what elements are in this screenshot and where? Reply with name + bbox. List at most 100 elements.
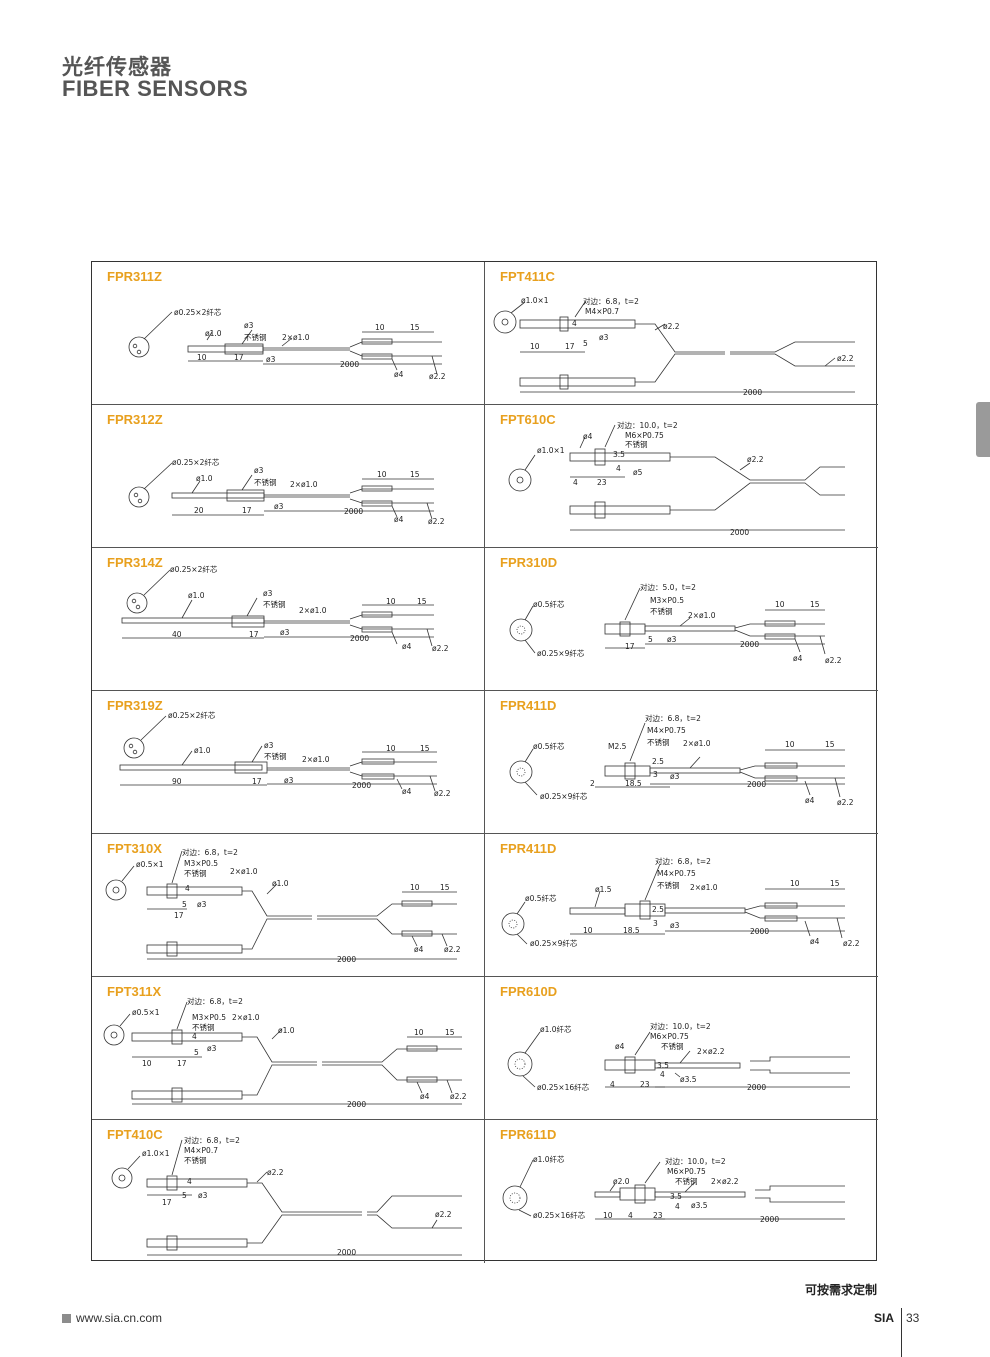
dim-label: 23	[640, 1080, 650, 1089]
dim-label: 5	[182, 1191, 187, 1200]
model-label: FPT311X	[107, 984, 162, 999]
customization-note: 可按需求定制	[805, 1283, 878, 1297]
dim-label: 2000	[740, 640, 759, 649]
dim-label: 4	[573, 478, 578, 487]
dim-label: ø5	[633, 468, 643, 477]
drawing-fpr610d: 对边：10.0，t=2 ø1.0纤芯 M6×P0.75 ø4 不锈钢 2×ø2.…	[507, 1021, 850, 1092]
dim-label: 15	[445, 1028, 455, 1037]
dim-label: ø4	[394, 515, 404, 524]
dim-label: 17	[625, 642, 635, 651]
dim-label: 2×ø1.0	[688, 611, 716, 620]
dim-label: 2000	[747, 780, 766, 789]
dim-label: ø0.5纤芯	[533, 741, 565, 751]
dim-label: 4	[187, 1177, 192, 1186]
dim-label: 3.5	[670, 1192, 682, 1201]
dim-label: ø3.5	[680, 1075, 697, 1084]
drawing-fpt311x: 对边：6.8，t=2 ø0.5×1 M3×P0.5 2×ø1.0 不锈钢 ø1.…	[103, 996, 467, 1109]
product-cell-fpr312z: FPR312Z ø0.25×2纤芯 ø1.0 ø3 不锈钢 2×ø1.0 ø3 …	[92, 405, 485, 548]
dim-label: 不锈钢	[625, 439, 648, 449]
dim-label: 4	[675, 1202, 680, 1211]
dim-label: 4	[628, 1211, 633, 1220]
dim-label: ø2.2	[663, 322, 680, 331]
dim-label: 15	[830, 879, 840, 888]
product-cell-fpr311z: FPR311Z ø0.25×2纤芯 ø1.0 ø3 不锈钢 2×ø1.0 ø3 …	[92, 262, 485, 405]
product-cell-fpt310x: FPT310X ø0.5×1 对边：6.8，t=2 M3×P0.5 不锈钢 2×…	[92, 834, 485, 977]
dim-label: ø2.2	[432, 644, 449, 653]
dim-label: ø3	[667, 635, 677, 644]
product-cell-fpr314z: FPR314Z ø0.25×2纤芯 ø1.0 ø3 不锈钢 2×ø1.0 ø3 …	[92, 548, 485, 691]
dim-label: 2×ø1.0	[290, 480, 318, 489]
dim-label: 不锈钢	[675, 1176, 698, 1186]
dim-label: ø4	[615, 1042, 625, 1051]
dim-label: 4	[185, 884, 190, 893]
dim-label: 5	[583, 339, 588, 348]
dim-label: ø2.2	[434, 789, 451, 798]
dim-label: ø3	[244, 321, 254, 330]
dim-label: 不锈钢	[192, 1022, 215, 1032]
dim-label: 15	[825, 740, 835, 749]
dim-label: 10	[375, 323, 385, 332]
dim-label: 2×ø1.0	[230, 867, 258, 876]
dim-label: 2000	[350, 634, 369, 643]
page-title-cn: 光纤传感器	[62, 55, 172, 79]
dim-label: ø4	[810, 937, 820, 946]
dim-label: 4	[660, 1070, 665, 1079]
dim-label: 10	[386, 744, 396, 753]
model-label: FPT610C	[500, 412, 556, 427]
dim-label: 不锈钢	[661, 1041, 684, 1051]
model-label: FPR312Z	[107, 412, 163, 427]
dim-label: 10	[583, 926, 593, 935]
footer-url: www.sia.cn.com	[76, 1311, 163, 1325]
dim-label: M3×P0.5	[184, 859, 218, 868]
dim-label: 5	[182, 900, 187, 909]
dim-label: ø1.5	[595, 885, 612, 894]
dim-label: ø1.0	[272, 879, 289, 888]
dim-label: M4×P0.7	[585, 307, 619, 316]
dim-label: 2	[590, 779, 595, 788]
drawing-fpt411c: ø1.0×1 对边：6.8，t=2 M4×P0.7 ø2.2 4 5 ø3 10…	[493, 296, 855, 397]
drawing-fpr310d: 对边：5.0，t=2 ø0.5纤芯 M3×P0.5 不锈钢 2×ø1.0 ø3 …	[509, 582, 842, 665]
dim-label: 2×ø1.0	[299, 606, 327, 615]
dim-label: ø2.2	[428, 517, 445, 526]
dim-label: 不锈钢	[244, 332, 267, 342]
product-cell-fpr610d: FPR610D 对边：10.0，t=2 ø1.0纤芯 M6×P0.75 ø4 不…	[485, 977, 878, 1120]
dim-label: 20	[194, 506, 204, 515]
dim-label: ø0.25×16纤芯	[537, 1082, 590, 1092]
dim-label: 2000	[743, 388, 762, 397]
dim-label: 2000	[340, 360, 359, 369]
dim-label: 对边：6.8，t=2	[645, 713, 701, 723]
dim-label: 2×ø2.2	[711, 1177, 739, 1186]
dim-label: 4	[610, 1080, 615, 1089]
model-label: FPR610D	[500, 984, 558, 999]
dim-label: ø0.25×16纤芯	[533, 1210, 586, 1220]
dim-label: 17	[249, 630, 259, 639]
dim-label: 18.5	[623, 926, 640, 935]
dim-label: 2×ø2.2	[697, 1047, 725, 1056]
dim-label: 17	[242, 506, 252, 515]
dim-label: 2000	[750, 927, 769, 936]
dim-label: 10	[197, 353, 207, 362]
dim-label: 17	[252, 777, 262, 786]
model-label: FPR311Z	[107, 269, 162, 284]
footer-square-icon	[62, 1314, 71, 1323]
dim-label: 2000	[337, 955, 356, 964]
dim-label: ø2.2	[435, 1210, 452, 1219]
dim-label: ø1.0×1	[521, 296, 549, 305]
dim-label: 不锈钢	[650, 606, 673, 616]
product-cell-fpr310d: FPR310D 对边：5.0，t=2 ø0.5纤芯 M3×P0.5 不锈钢 2×…	[485, 548, 878, 691]
product-cell-fpt411c: FPT411C ø1.0×1 对边：6.8，t=2 M4×P0.7 ø2.2 4…	[485, 262, 878, 405]
dim-label: ø1.0纤芯	[540, 1024, 572, 1034]
model-label: FPT411C	[500, 269, 555, 284]
dim-label: 23	[653, 1211, 663, 1220]
dim-label: 对边：6.8，t=2	[187, 996, 243, 1006]
dim-label: 3.5	[613, 450, 625, 459]
dim-label: ø1.0×1	[537, 446, 565, 455]
dim-label: 对边：10.0，t=2	[650, 1021, 711, 1031]
dim-label: 15	[440, 883, 450, 892]
model-label: FPR411D	[500, 841, 557, 856]
dim-label: M4×P0.75	[647, 726, 686, 735]
dim-label: 10	[785, 740, 795, 749]
dim-label: 2000	[760, 1215, 779, 1224]
drawing-fpr319z: ø0.25×2纤芯 ø1.0 ø3 不锈钢 2×ø1.0 ø3 90 17 10…	[119, 710, 451, 798]
footer-brand: SIA	[874, 1311, 895, 1325]
